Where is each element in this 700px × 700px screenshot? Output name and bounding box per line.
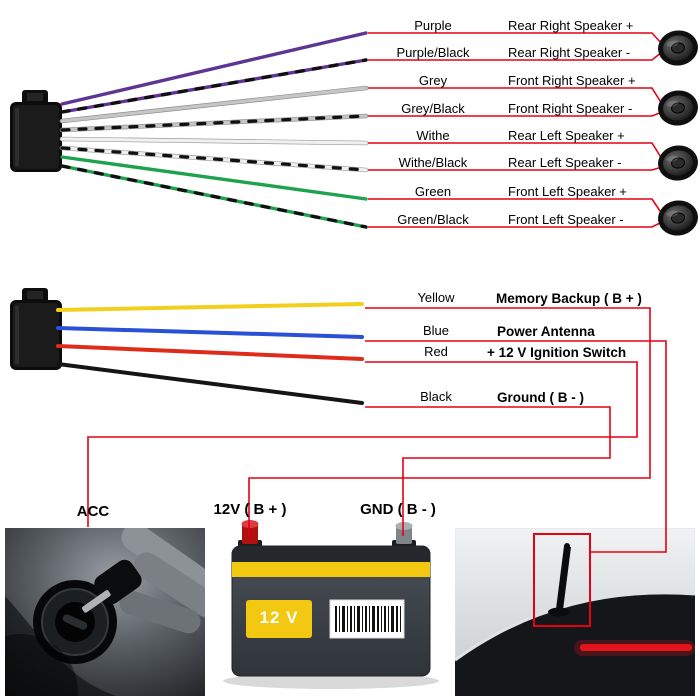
antenna-image: [455, 528, 695, 696]
wire-function-label: Power Antenna: [497, 324, 595, 339]
wire-blue: [56, 326, 364, 339]
wire-function-label: Front Right Speaker +: [508, 73, 636, 88]
wire-color-label: Grey/Black: [401, 101, 465, 116]
wire-function-label: Rear Right Speaker -: [508, 45, 631, 60]
wire-color-label: Grey: [418, 73, 448, 88]
speaker-icon: [655, 142, 700, 184]
wire-color-label: Purple/Black: [396, 45, 470, 60]
wire-white: [60, 137, 368, 145]
wire-function-label: Rear Right Speaker +: [508, 18, 634, 33]
battery-negative-label: GND ( B - ): [360, 501, 436, 518]
wire-row: Grey/Black Front Right Speaker -: [368, 96, 660, 116]
wire-black: [56, 362, 364, 405]
wire-function-label: Ground ( B - ): [497, 390, 584, 405]
wire-row: Purple Rear Right Speaker +: [368, 13, 660, 33]
wire-row: Green/Black Front Left Speaker -: [368, 207, 660, 227]
wire-function-label: + 12 V Ignition Switch: [487, 345, 627, 360]
wire-color-label: Withe/Black: [398, 155, 468, 170]
wire-color-label: Green: [414, 184, 452, 199]
wire-green: [60, 155, 368, 201]
antenna-highlight-box: [533, 533, 591, 627]
wire-color-label: Withe: [416, 128, 450, 143]
battery-positive-terminal-icon: [241, 520, 259, 528]
wire-row: Withe/Black Rear Left Speaker -: [368, 150, 660, 170]
acc-ignition-image: [5, 528, 205, 696]
wire-row: Green Front Left Speaker +: [368, 179, 660, 199]
wire-color-label: Yellow: [417, 290, 455, 305]
battery-negative-terminal-icon: [395, 522, 413, 530]
wire-purple: [60, 31, 368, 106]
wire-color-label: Black: [420, 389, 452, 404]
annotation-lines: [87, 32, 667, 553]
acc-label: ACC: [76, 503, 110, 520]
wire-color-label: Blue: [422, 323, 450, 338]
wire-grey: [60, 86, 368, 123]
wire-function-label: Front Left Speaker -: [508, 212, 624, 227]
speaker-icon: [655, 197, 700, 239]
wire-yellow: [56, 302, 364, 312]
wire-red: [56, 344, 364, 361]
wire-color-label: Red: [424, 344, 448, 359]
wire-function-label: Rear Left Speaker +: [508, 128, 625, 143]
wire-function-label: Front Left Speaker +: [508, 184, 627, 199]
barcode-icon: [335, 606, 401, 632]
battery-image: [223, 520, 439, 689]
line-memory-backup-to-battery: [248, 307, 651, 536]
speaker-icon: [655, 27, 700, 69]
brake-light-icon: [580, 644, 692, 651]
wire-color-label: Purple: [414, 18, 452, 33]
wire-row: Purple/Black Rear Right Speaker -: [368, 40, 660, 60]
wire-function-label: Rear Left Speaker -: [508, 155, 622, 170]
battery-voltage-text: 12 V: [259, 608, 299, 627]
wire-row: Withe Rear Left Speaker +: [368, 123, 660, 143]
antenna-mast-icon: [556, 546, 571, 610]
line-power-antenna-to-antenna: [365, 340, 667, 553]
wire-row: Grey Front Right Speaker +: [368, 68, 660, 88]
wire-color-label: Green/Black: [397, 212, 469, 227]
wire-function-label: Front Right Speaker -: [508, 101, 633, 116]
wire-function-label: Memory Backup ( B + ): [496, 291, 642, 306]
battery-positive-label: 12V ( B + ): [213, 501, 287, 518]
battery-voltage-sticker: [246, 600, 312, 638]
iso-connector-power-icon: [10, 288, 62, 370]
iso-connector-speaker-icon: [10, 90, 62, 172]
speaker-icon: [655, 87, 700, 129]
line-ignition-to-acc: [87, 361, 638, 527]
line-ground-to-gnd: [365, 406, 611, 536]
